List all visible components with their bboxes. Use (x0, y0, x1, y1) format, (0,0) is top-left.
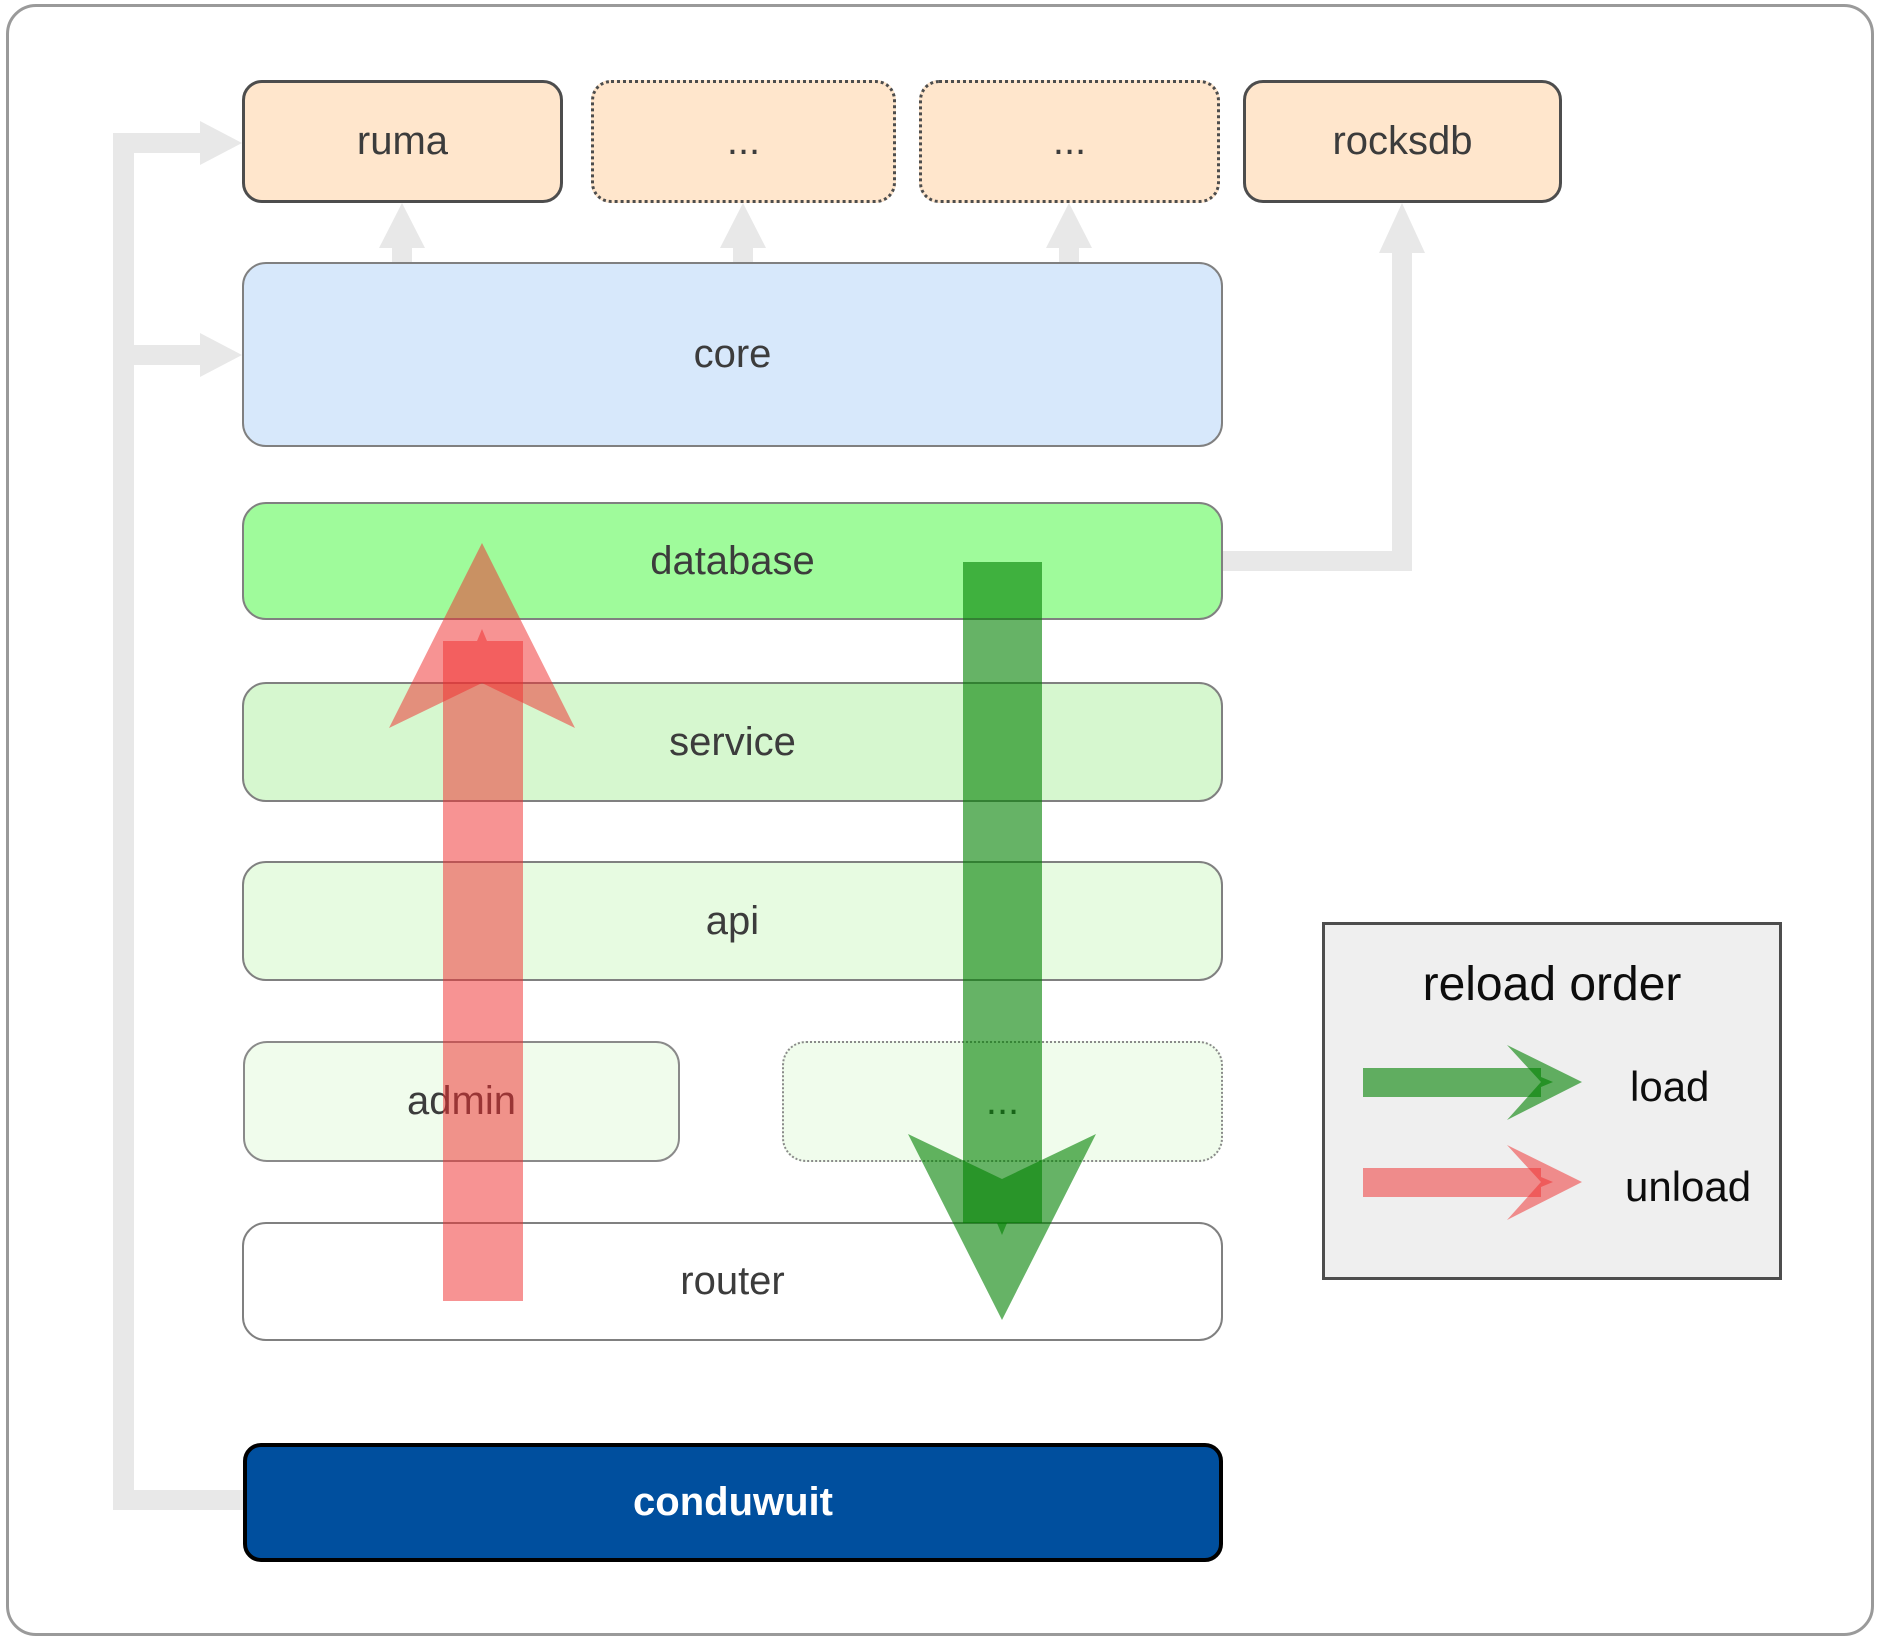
box-plugin-slot-2: ... (919, 80, 1220, 203)
box-service-label: service (669, 719, 796, 764)
box-conduwuit-label: conduwuit (633, 1480, 833, 1524)
box-rocksdb: rocksdb (1243, 80, 1562, 203)
legend-panel: reload order load unload (1322, 922, 1782, 1280)
box-core: core (242, 262, 1223, 447)
legend-unload-label: unload (1625, 1163, 1752, 1210)
box-router: router (242, 1222, 1223, 1341)
box-plugin-slot-1-label: ... (726, 119, 761, 163)
box-router-label: router (680, 1259, 785, 1303)
box-service-slot: ... (782, 1041, 1223, 1162)
legend-title: reload order (1422, 958, 1682, 1011)
box-rocksdb-label: rocksdb (1332, 119, 1473, 163)
box-admin: admin (243, 1041, 680, 1162)
box-service: service (242, 682, 1223, 802)
box-plugin-slot-1: ... (591, 80, 896, 203)
legend-load-label: load (1630, 1063, 1710, 1110)
box-api: api (242, 861, 1223, 981)
box-ruma: ruma (242, 80, 563, 203)
box-core-label: core (693, 332, 772, 376)
box-plugin-slot-2-label: ... (1052, 119, 1087, 163)
box-database-label: database (650, 538, 815, 583)
box-service-slot-label: ... (985, 1079, 1020, 1123)
box-api-label: api (705, 898, 760, 943)
box-admin-label: admin (407, 1079, 516, 1123)
box-conduwuit: conduwuit (243, 1443, 1223, 1562)
box-database: database (242, 502, 1223, 620)
box-ruma-label: ruma (356, 119, 449, 163)
